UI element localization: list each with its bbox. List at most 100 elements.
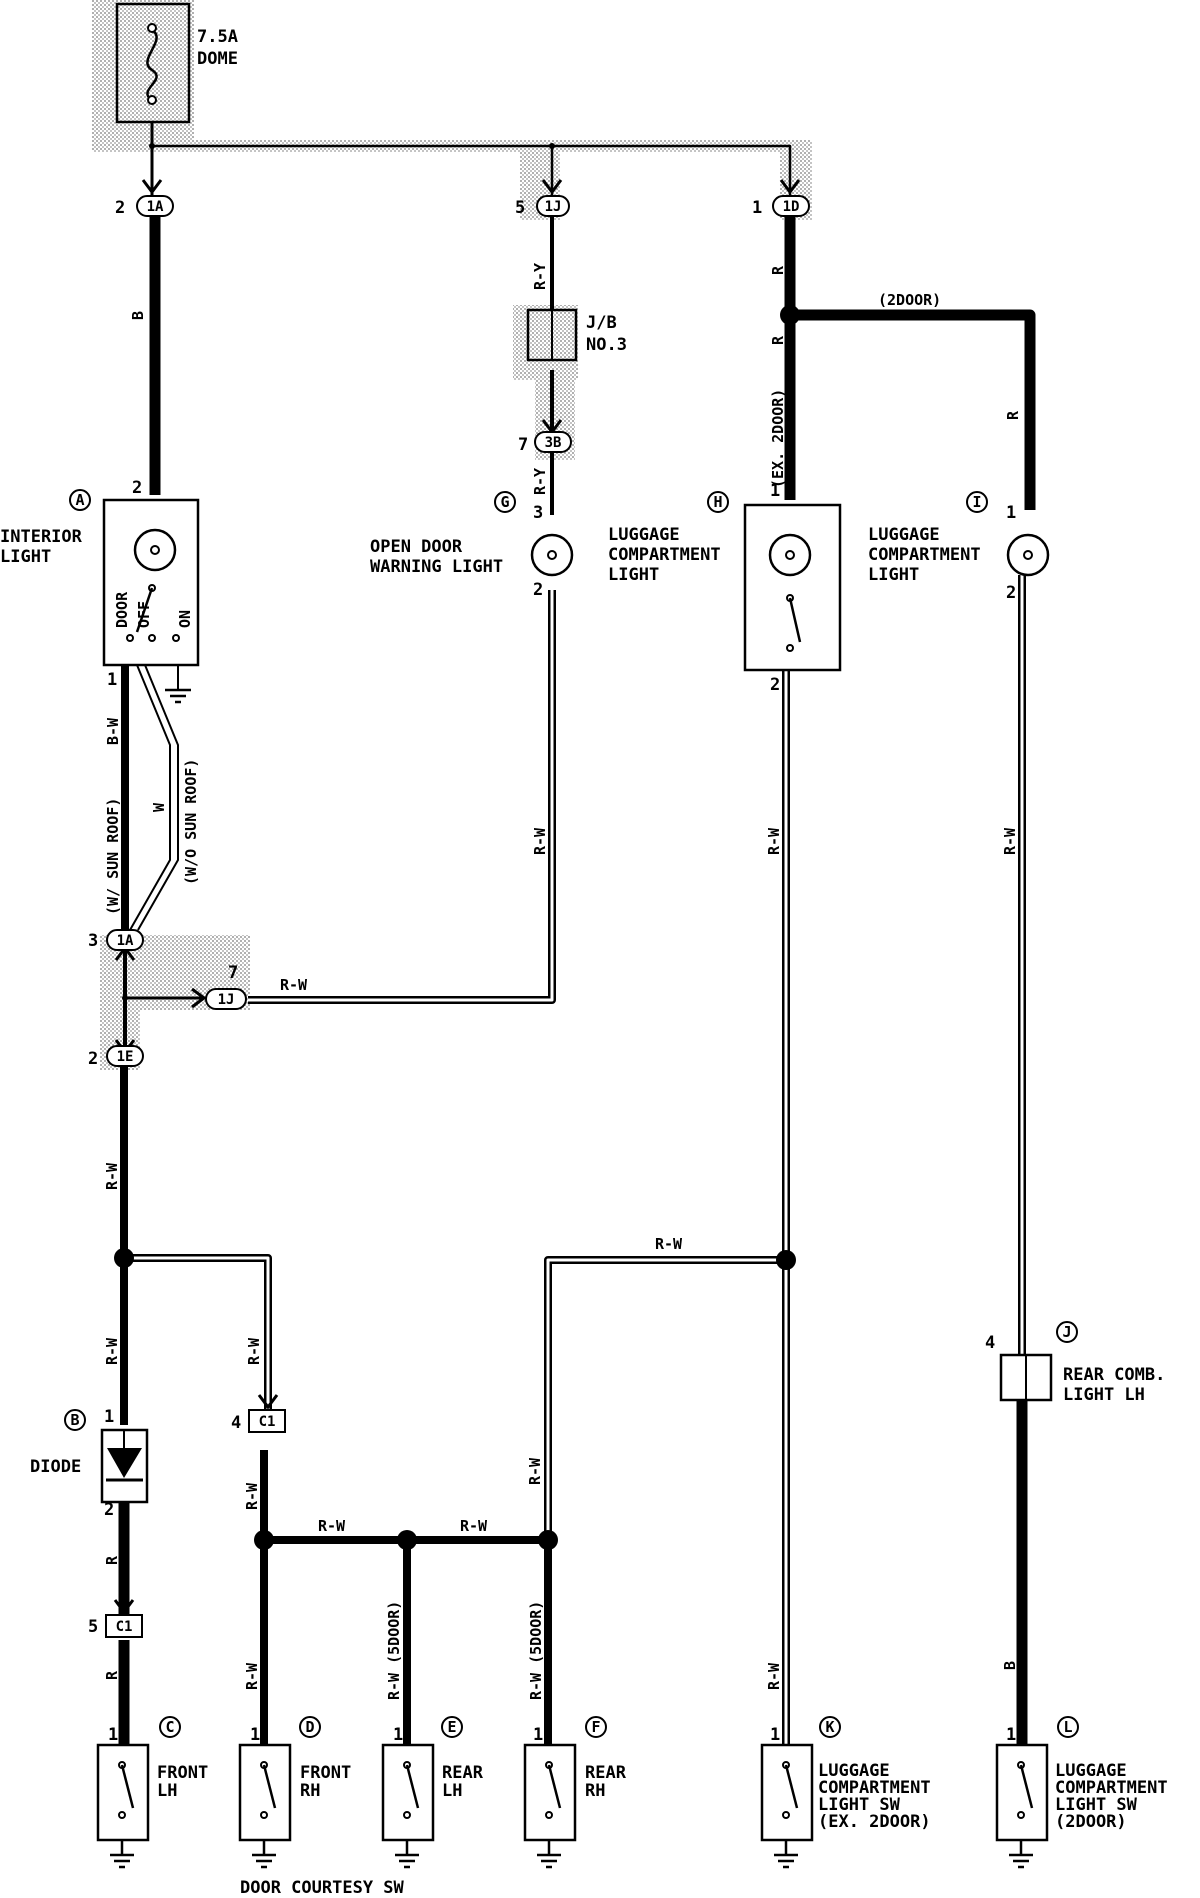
connector-c1-b: C1 (116, 1619, 133, 1635)
letter-c: C (165, 1718, 174, 1736)
lug-sw-k-label-1: LUGGAGE (818, 1761, 890, 1781)
fuse-name: DOME (197, 49, 238, 69)
open-door-label-2: WARNING LIGHT (370, 557, 503, 577)
front-lh-label-1: FRONT (157, 1763, 208, 1783)
wire-ex2door: (EX. 2DOOR) (769, 389, 787, 488)
letter-h: H (713, 493, 722, 511)
pin-g3: 3 (533, 503, 543, 523)
wire-rw-k: R-W (765, 1662, 783, 1690)
lug-sw-k-label-3: LIGHT SW (818, 1795, 901, 1815)
switch-on-label: ON (176, 610, 194, 628)
interior-light-label-2: LIGHT (0, 547, 51, 567)
lug-sw-l-label-2: COMPARTMENT (1055, 1778, 1168, 1798)
lug-sw-l-label-1: LUGGAGE (1055, 1761, 1127, 1781)
interior-light-label-1: INTERIOR (0, 527, 83, 547)
luggage-h-label-1: LUGGAGE (608, 525, 680, 545)
wire-r-junction: R (769, 335, 787, 345)
pin-7-1j: 7 (228, 963, 238, 983)
pin-b2: 2 (104, 1500, 114, 1520)
luggage-i-label-3: LIGHT (868, 565, 919, 585)
open-door-label-1: OPEN DOOR (370, 537, 463, 557)
wire-rw-1e: R-W (103, 1162, 121, 1190)
lug-sw-l-label-4: (2DOOR) (1055, 1812, 1127, 1832)
fuse-7-5a-dome: 7.5A DOME (115, 2, 238, 124)
letter-f: F (591, 1718, 600, 1736)
wire-rw-bus2: R-W (460, 1517, 488, 1535)
luggage-compartment-light-i (1006, 533, 1050, 577)
wire-b-top: B (129, 311, 147, 320)
shaded-areas (92, 0, 812, 1070)
pin-5-c1: 5 (88, 1617, 98, 1637)
luggage-compartment-light-h: LUGGAGE COMPARTMENT LIGHT (743, 503, 981, 672)
wire-b-l: B (1001, 1661, 1019, 1670)
wire-rw-b: R-W (103, 1337, 121, 1365)
lug-sw-l-label-3: LIGHT SW (1055, 1795, 1138, 1815)
wire-rw-h: R-W (765, 827, 783, 855)
letter-i: I (972, 493, 981, 511)
pin-k1: 1 (770, 1725, 780, 1745)
luggage-i-label-2: COMPARTMENT (868, 545, 981, 565)
wire-rw-i: R-W (1001, 827, 1019, 855)
luggage-i-label-1: LUGGAGE (868, 525, 940, 545)
pin-3-1a: 3 (88, 931, 98, 951)
wire-r-i: R (1004, 410, 1022, 420)
lug-sw-k-label-2: COMPARTMENT (818, 1778, 931, 1798)
arrows (113, 179, 801, 1615)
pin-d1: 1 (250, 1725, 260, 1745)
letter-l: L (1063, 1718, 1072, 1736)
front-rh-label-1: FRONT (300, 1763, 351, 1783)
connector-3b: 3B (545, 435, 562, 451)
jb-line2: NO.3 (586, 335, 627, 355)
rear-comb-label-2: LIGHT LH (1063, 1385, 1145, 1405)
connector-1j-bottom: 1J (218, 992, 235, 1008)
pin-h1: 1 (770, 481, 780, 501)
junction-dots (114, 143, 800, 1550)
wire-rw-c1: R-W (245, 1337, 263, 1365)
switch-door-label: DOOR (113, 591, 131, 628)
letter-markers: A G H I B J C D E F K L (64, 489, 1079, 1738)
letter-e: E (447, 1718, 456, 1736)
rear-lh-label-1: REAR (442, 1763, 484, 1783)
connector-1j-top: 1J (545, 199, 562, 215)
rear-rh-label-2: RH (585, 1781, 605, 1801)
connector-1d: 1D (783, 199, 800, 215)
connector-1e: 1E (117, 1049, 134, 1065)
pin-a2: 2 (132, 478, 142, 498)
rear-lh-label-2: LH (442, 1781, 462, 1801)
wire-r-1d: R (769, 265, 787, 275)
luggage-h-label-3: LIGHT (608, 565, 659, 585)
letter-g: G (500, 493, 509, 511)
wire-rw-5door-e: R-W (5DOOR) (385, 1601, 403, 1700)
pin-i2: 2 (1006, 583, 1016, 603)
wire-wo-sunroof: (W/O SUN ROOF) (182, 759, 200, 885)
wire-rw-g: R-W (531, 827, 549, 855)
letter-a: A (75, 491, 84, 509)
wire-rw-1j: R-W (280, 976, 308, 994)
door-switches: FRONT LH FRONT RH REAR LH REAR RH (96, 1743, 1168, 1898)
pin-2-1e: 2 (88, 1049, 98, 1069)
wire-rw-bus1: R-W (318, 1517, 346, 1535)
wire-bw: B-W (104, 717, 122, 745)
wire-rw-f-up: R-W (526, 1457, 544, 1485)
pin-a1: 1 (107, 670, 117, 690)
jb-line1: J/B (586, 313, 617, 333)
letter-j: J (1062, 1323, 1071, 1341)
pin-numbers: 2 5 1 7 2 1 3 2 1 2 1 2 3 7 2 1 2 4 5 4 … (88, 198, 1016, 1745)
pin-l1: 1 (1006, 1725, 1016, 1745)
letter-d: D (305, 1718, 314, 1736)
connector-1a-bottom: 1A (117, 933, 134, 949)
pin-j4: 4 (985, 1333, 995, 1353)
connector-1a-top: 1A (147, 199, 164, 215)
pin-1-1d: 1 (752, 198, 762, 218)
wire-w-sunroof: (W/ SUN ROOF) (104, 798, 122, 915)
rear-comb-light: REAR COMB. LIGHT LH (999, 1353, 1165, 1405)
front-rh-label-2: RH (300, 1781, 320, 1801)
wires (118, 122, 1036, 1745)
pin-f1: 1 (533, 1725, 543, 1745)
wire-rw-d-low: R-W (243, 1662, 261, 1690)
fuse-rating: 7.5A (197, 27, 238, 47)
rear-comb-label-1: REAR COMB. (1063, 1365, 1165, 1385)
connector-c1-a: C1 (259, 1414, 276, 1430)
door-courtesy-label: DOOR COURTESY SW (240, 1878, 405, 1898)
